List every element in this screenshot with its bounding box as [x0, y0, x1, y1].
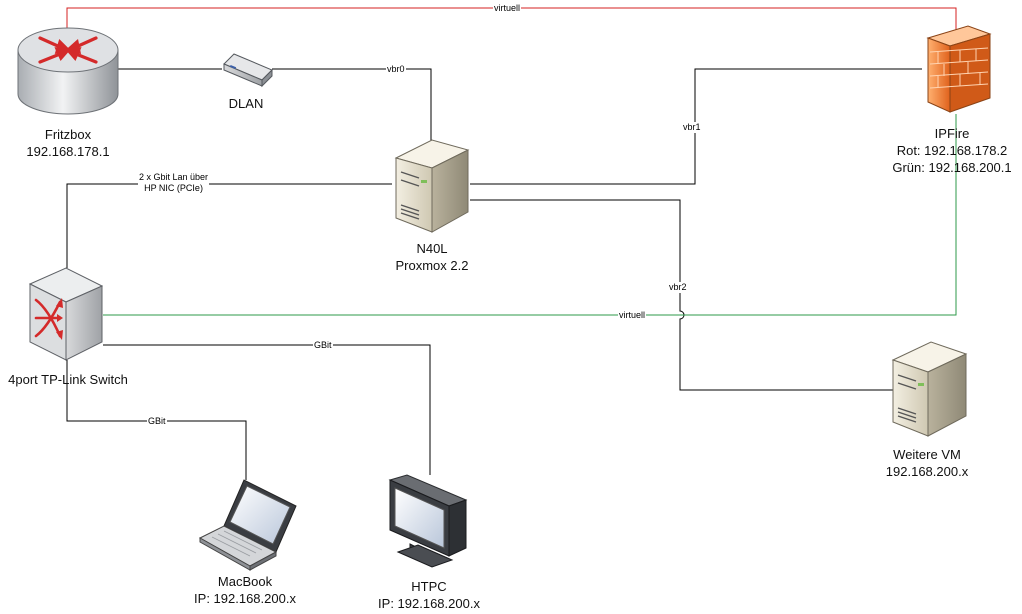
- edge-label-vbr0: vbr0: [386, 64, 406, 75]
- fritzbox-ip: 192.168.178.1: [26, 144, 110, 159]
- n40l-sub: Proxmox 2.2: [395, 258, 469, 273]
- edge-label-virtuell-green: virtuell: [618, 310, 647, 321]
- edge-label-nic-line1: 2 x Gbit Lan über: [139, 172, 209, 182]
- firewall-icon: [926, 25, 992, 113]
- node-label-weitere-vm: Weitere VM 192.168.200.x: [867, 446, 987, 480]
- switch-icon: [28, 267, 104, 361]
- node-label-macbook: MacBook IP: 192.168.200.x: [180, 573, 310, 607]
- htpc-ip: IP: 192.168.200.x: [378, 596, 480, 611]
- edge-n40l-weitere-vm: [470, 199, 893, 391]
- edge-virtuell-green: [103, 114, 957, 316]
- connections: [66, 7, 957, 480]
- htpc-name: HTPC: [411, 579, 447, 594]
- weitere-vm-ip: 192.168.200.x: [885, 464, 969, 479]
- edge-label-nic-line2: HP NIC (PCIe): [144, 183, 203, 193]
- edge-label-vbr1: vbr1: [682, 122, 702, 133]
- switch-name: 4port TP-Link Switch: [8, 372, 128, 387]
- edge-dlan-n40l: [272, 68, 432, 142]
- edge-switch-n40l: [66, 183, 392, 268]
- router-icon: [17, 27, 119, 115]
- edge-label-virtuell-red: virtuell: [493, 3, 522, 14]
- ipfire-line3: Grün: 192.168.200.1: [892, 160, 1012, 175]
- node-label-ipfire: IPFire Rot: 192.168.178.2 Grün: 192.168.…: [882, 125, 1022, 176]
- fritzbox-name: Fritzbox: [44, 127, 92, 142]
- server-icon: [394, 139, 470, 233]
- dlan-adapter-icon: [223, 53, 273, 88]
- edge-label-gbit-htpc: GBit: [313, 340, 333, 351]
- weitere-vm-name: Weitere VM: [893, 447, 961, 462]
- node-label-htpc: HTPC IP: 192.168.200.x: [364, 578, 494, 612]
- edge-label-nic: 2 x Gbit Lan über HP NIC (PCIe): [138, 172, 210, 194]
- macbook-ip: IP: 192.168.200.x: [194, 591, 296, 606]
- monitor-icon: [388, 474, 468, 568]
- n40l-name: N40L: [416, 241, 448, 256]
- edge-label-gbit-macbook: GBit: [147, 416, 167, 427]
- node-label-switch: 4port TP-Link Switch: [0, 371, 136, 388]
- node-label-dlan: DLAN: [206, 95, 286, 112]
- laptop-icon: [198, 479, 297, 571]
- server-icon: [891, 341, 968, 437]
- node-label-n40l: N40L Proxmox 2.2: [372, 240, 492, 274]
- macbook-name: MacBook: [217, 574, 273, 589]
- dlan-name: DLAN: [228, 96, 264, 111]
- ipfire-line2: Rot: 192.168.178.2: [896, 143, 1008, 158]
- ipfire-name: IPFire: [934, 126, 970, 141]
- node-label-fritzbox: Fritzbox 192.168.178.1: [8, 126, 128, 160]
- edge-switch-htpc: [103, 344, 431, 475]
- edge-label-vbr2: vbr2: [668, 282, 688, 293]
